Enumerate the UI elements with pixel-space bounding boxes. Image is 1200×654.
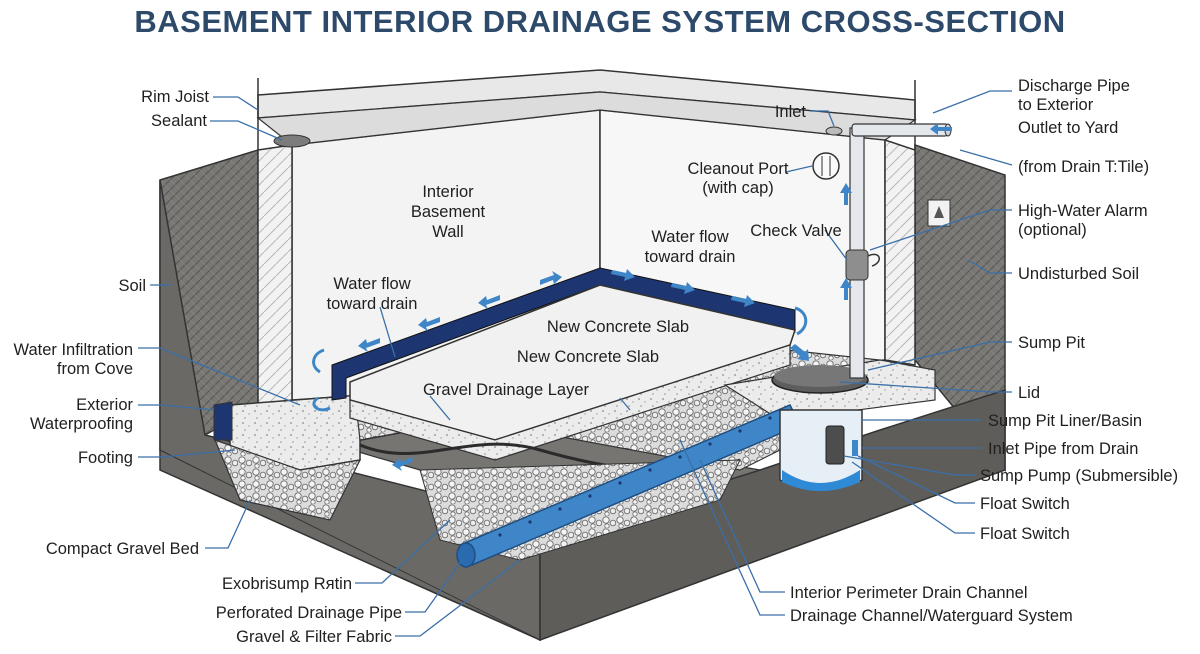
label-new-slab-1: New Concrete Slab (547, 318, 689, 336)
label-water-infiltration-2: from Cove (57, 360, 133, 378)
label-waterguard: Drainage Channel/Waterguard System (790, 607, 1073, 625)
label-compact-gravel-bed: Compact Gravel Bed (46, 540, 199, 558)
label-outlet: Outlet to Yard (1018, 119, 1118, 137)
label-interior-wall-1: Interior (422, 183, 474, 201)
label-cleanout-2: (with cap) (702, 179, 774, 197)
label-interior-wall-2: Basement (411, 203, 486, 221)
label-rim-joist: Rim Joist (141, 88, 209, 106)
label-float-switch-1: Float Switch (980, 495, 1070, 513)
label-water-flow-left-2: toward drain (327, 295, 418, 313)
label-water-infiltration-1: Water Infiltration (13, 341, 133, 359)
label-interior-wall-3: Wall (432, 223, 463, 241)
label-footing: Footing (78, 449, 133, 467)
label-exterior-waterproofing-1: Exterior (76, 396, 133, 414)
label-lid: Lid (1018, 384, 1040, 402)
label-discharge-2: to Exterior (1018, 96, 1094, 114)
label-perimeter-channel: Interior Perimeter Drain Channel (790, 584, 1028, 602)
label-water-flow-left-1: Water flow (333, 275, 410, 293)
label-liner: Sump Pit Liner/Basin (988, 412, 1142, 430)
label-perforated-pipe: Perforated Drainage Pipe (216, 604, 402, 622)
label-check-valve: Check Valve (750, 222, 841, 240)
label-cleanout-1: Cleanout Port (688, 160, 789, 178)
label-new-slab-2: New Concrete Slab (517, 348, 659, 366)
water-flow-arrows (312, 123, 952, 471)
diagram-title: BASEMENT INTERIOR DRAINAGE SYSTEM CROSS-… (134, 4, 1065, 39)
label-sealant: Sealant (151, 112, 207, 130)
label-inlet-pipe: Inlet Pipe from Drain (988, 440, 1138, 458)
compact-gravel-bed (213, 438, 362, 521)
perforated-drain-pipe (456, 404, 802, 568)
label-water-flow-right-2: toward drain (645, 248, 736, 266)
label-inlet: Inlet (775, 103, 807, 121)
label-undisturbed-soil: Undisturbed Soil (1018, 265, 1139, 283)
label-high-water-alarm-2: (optional) (1018, 221, 1087, 239)
label-from-drain-tile: (from Drain T:Tile) (1018, 158, 1149, 176)
label-discharge-1: Discharge Pipe (1018, 77, 1130, 95)
label-sump-pump: Sump Pump (Submersible) (980, 467, 1178, 485)
label-gravel-filter: Gravel & Filter Fabric (236, 628, 392, 646)
sump-pit (771, 365, 869, 491)
leader-lines (138, 90, 1013, 637)
label-soil: Soil (118, 277, 146, 295)
label-gravel-layer: Gravel Drainage Layer (423, 381, 590, 399)
label-high-water-alarm-1: High-Water Alarm (1018, 202, 1148, 220)
label-exobrisump: Exobrisump Rᴙtin (222, 575, 352, 593)
label-float-switch-2: Float Switch (980, 525, 1070, 543)
label-sump-pit: Sump Pit (1018, 334, 1085, 352)
discharge-pipe (812, 123, 952, 379)
label-water-flow-right-1: Water flow (651, 228, 728, 246)
label-exterior-waterproofing-2: Waterproofing (30, 415, 133, 433)
labels: Rim Joist Sealant Interior Basement Wall… (13, 77, 1178, 646)
